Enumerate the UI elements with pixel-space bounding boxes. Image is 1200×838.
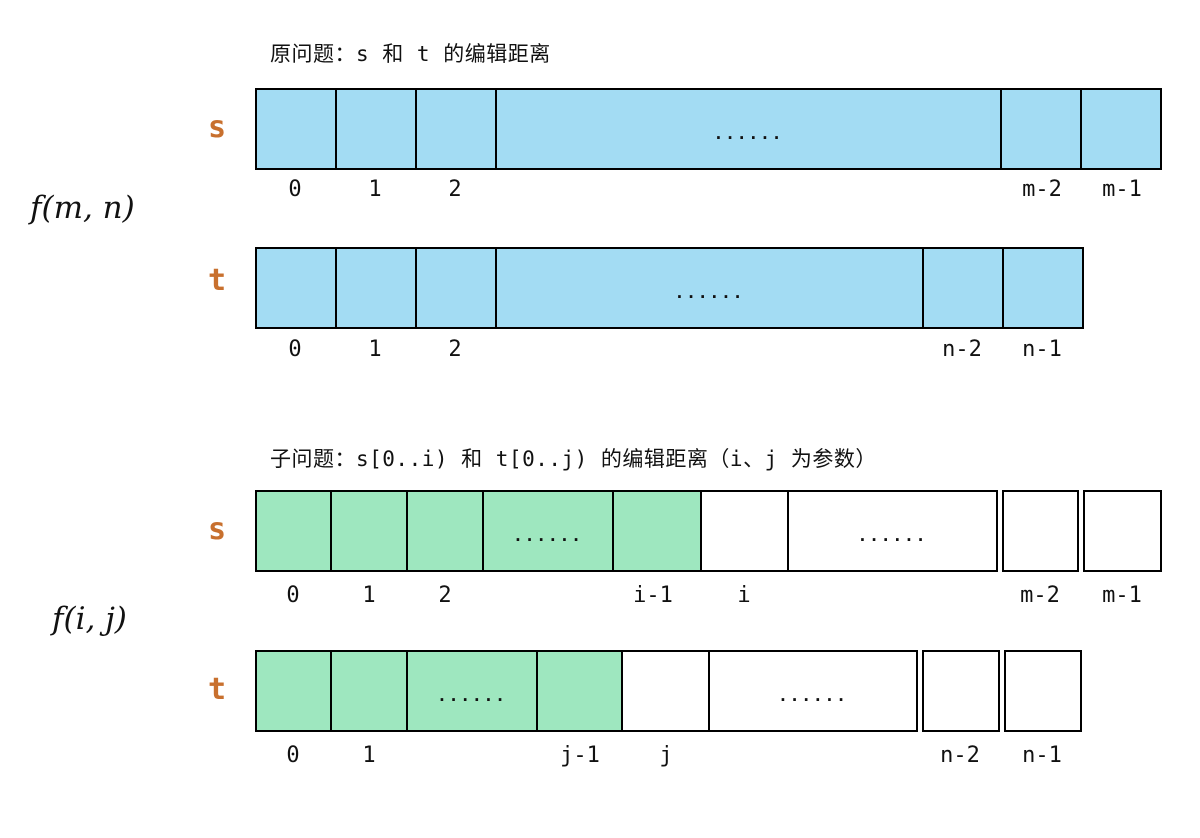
cell-s0	[257, 492, 332, 570]
cell-s2	[408, 492, 484, 570]
index-label: m-1	[1102, 177, 1142, 202]
ellipsis-text: ......	[513, 525, 583, 545]
cell-s1	[337, 90, 417, 168]
index-label: 0	[288, 337, 302, 362]
index-label: 1	[368, 337, 382, 362]
original-formula: f(m, n)	[30, 190, 135, 226]
original-title: 原问题：s 和 t 的编辑距离	[270, 42, 551, 66]
row-label-s-original: s	[207, 110, 227, 145]
index-label: 1	[368, 177, 382, 202]
ellipsis-text: ......	[778, 685, 848, 705]
index-label: n-1	[1022, 337, 1062, 362]
index-label: 0	[286, 583, 300, 608]
index-label: i	[737, 583, 751, 608]
cell-t0	[257, 652, 332, 730]
cell-t-j	[623, 652, 710, 730]
cell-t-j1	[538, 652, 623, 730]
subproblem-title: 子问题：s[0..i) 和 t[0..j) 的编辑距离（i、j 为参数）	[270, 447, 877, 471]
cell-s-i1	[614, 492, 702, 570]
cell-s-m2	[1002, 90, 1082, 168]
cell-t2	[417, 249, 497, 327]
cell-s2	[417, 90, 497, 168]
cell-t-n1-box	[1004, 650, 1082, 732]
cell-t-n2-box	[922, 650, 1000, 732]
cell-t0	[257, 249, 337, 327]
array-t-original: ......	[255, 247, 1084, 329]
ellipsis-text: ......	[713, 123, 784, 143]
index-label: j	[659, 743, 673, 768]
index-label: 2	[438, 583, 452, 608]
row-label-s-subproblem: s	[207, 512, 227, 547]
row-label-t-subproblem: t	[207, 672, 227, 707]
array-s-subproblem-prefix: ...... ......	[255, 490, 998, 572]
ellipsis-text: ......	[674, 282, 745, 302]
index-label: n-2	[942, 337, 982, 362]
cell-s-ellipsis: ......	[497, 90, 1002, 168]
index-label: m-2	[1020, 583, 1060, 608]
index-label: 1	[362, 583, 376, 608]
cell-t-white-ellipsis: ......	[710, 652, 916, 730]
cell-s-m1	[1082, 90, 1160, 168]
cell-t-n2	[924, 249, 1004, 327]
row-label-t-original: t	[207, 263, 227, 298]
cell-s-i	[702, 492, 789, 570]
index-label: 0	[288, 177, 302, 202]
array-t-subproblem-prefix: ...... ......	[255, 650, 918, 732]
ellipsis-text: ......	[437, 685, 507, 705]
index-label: 1	[362, 743, 376, 768]
cell-s1	[332, 492, 408, 570]
index-label: 0	[286, 743, 300, 768]
cell-t-ellipsis: ......	[497, 249, 924, 327]
index-label: n-2	[940, 743, 980, 768]
ellipsis-text: ......	[857, 525, 928, 545]
array-s-original: ......	[255, 88, 1162, 170]
index-label: 2	[448, 337, 462, 362]
cell-t1	[332, 652, 408, 730]
index-label: n-1	[1022, 743, 1062, 768]
subproblem-formula: f(i, j)	[52, 601, 127, 637]
index-label: m-1	[1102, 583, 1142, 608]
index-label: j-1	[560, 743, 600, 768]
index-label: m-2	[1022, 177, 1062, 202]
cell-t-green-ellipsis: ......	[408, 652, 538, 730]
cell-t-n1	[1004, 249, 1082, 327]
index-label: i-1	[633, 583, 673, 608]
cell-s0	[257, 90, 337, 168]
cell-s-m1-box	[1083, 490, 1162, 572]
index-label: 2	[448, 177, 462, 202]
cell-s-m2-box	[1002, 490, 1079, 572]
cell-s-green-ellipsis: ......	[484, 492, 614, 570]
cell-t1	[337, 249, 417, 327]
cell-s-white-ellipsis: ......	[789, 492, 996, 570]
